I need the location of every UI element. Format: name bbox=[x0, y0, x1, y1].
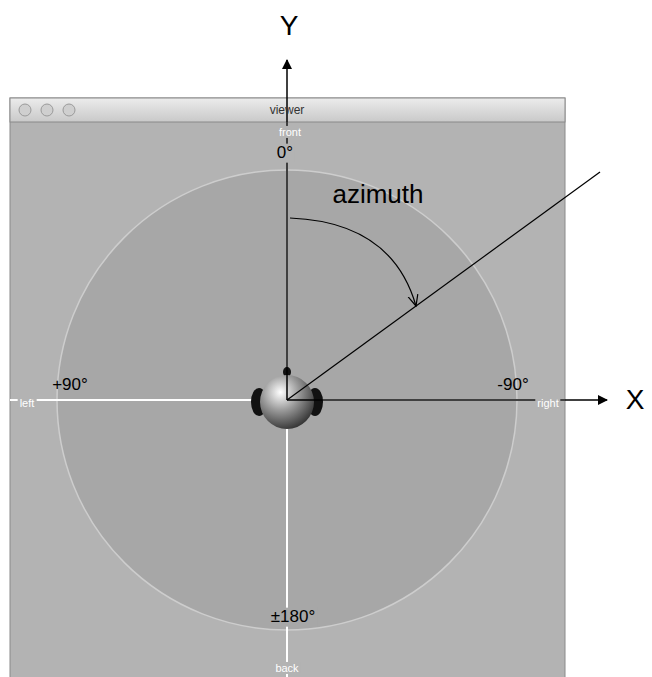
window-button bbox=[19, 104, 31, 116]
angle-name: azimuth bbox=[332, 180, 423, 209]
azimuth-arc bbox=[290, 218, 416, 306]
angle-label: ±180° bbox=[269, 608, 318, 627]
axis-label: X bbox=[624, 385, 647, 416]
angle-label: 0° bbox=[275, 144, 295, 163]
angle-label: +90° bbox=[52, 376, 88, 395]
window-button bbox=[41, 104, 53, 116]
direction-label: left bbox=[18, 397, 37, 409]
direction-label: back bbox=[273, 662, 300, 674]
source-direction bbox=[287, 172, 600, 400]
direction-label: front bbox=[277, 126, 303, 138]
window-button bbox=[63, 104, 75, 116]
window-title: viewer bbox=[270, 104, 305, 117]
angle-label: -90° bbox=[497, 376, 528, 395]
direction-label: right bbox=[535, 397, 560, 409]
axis-label: Y bbox=[280, 11, 299, 42]
